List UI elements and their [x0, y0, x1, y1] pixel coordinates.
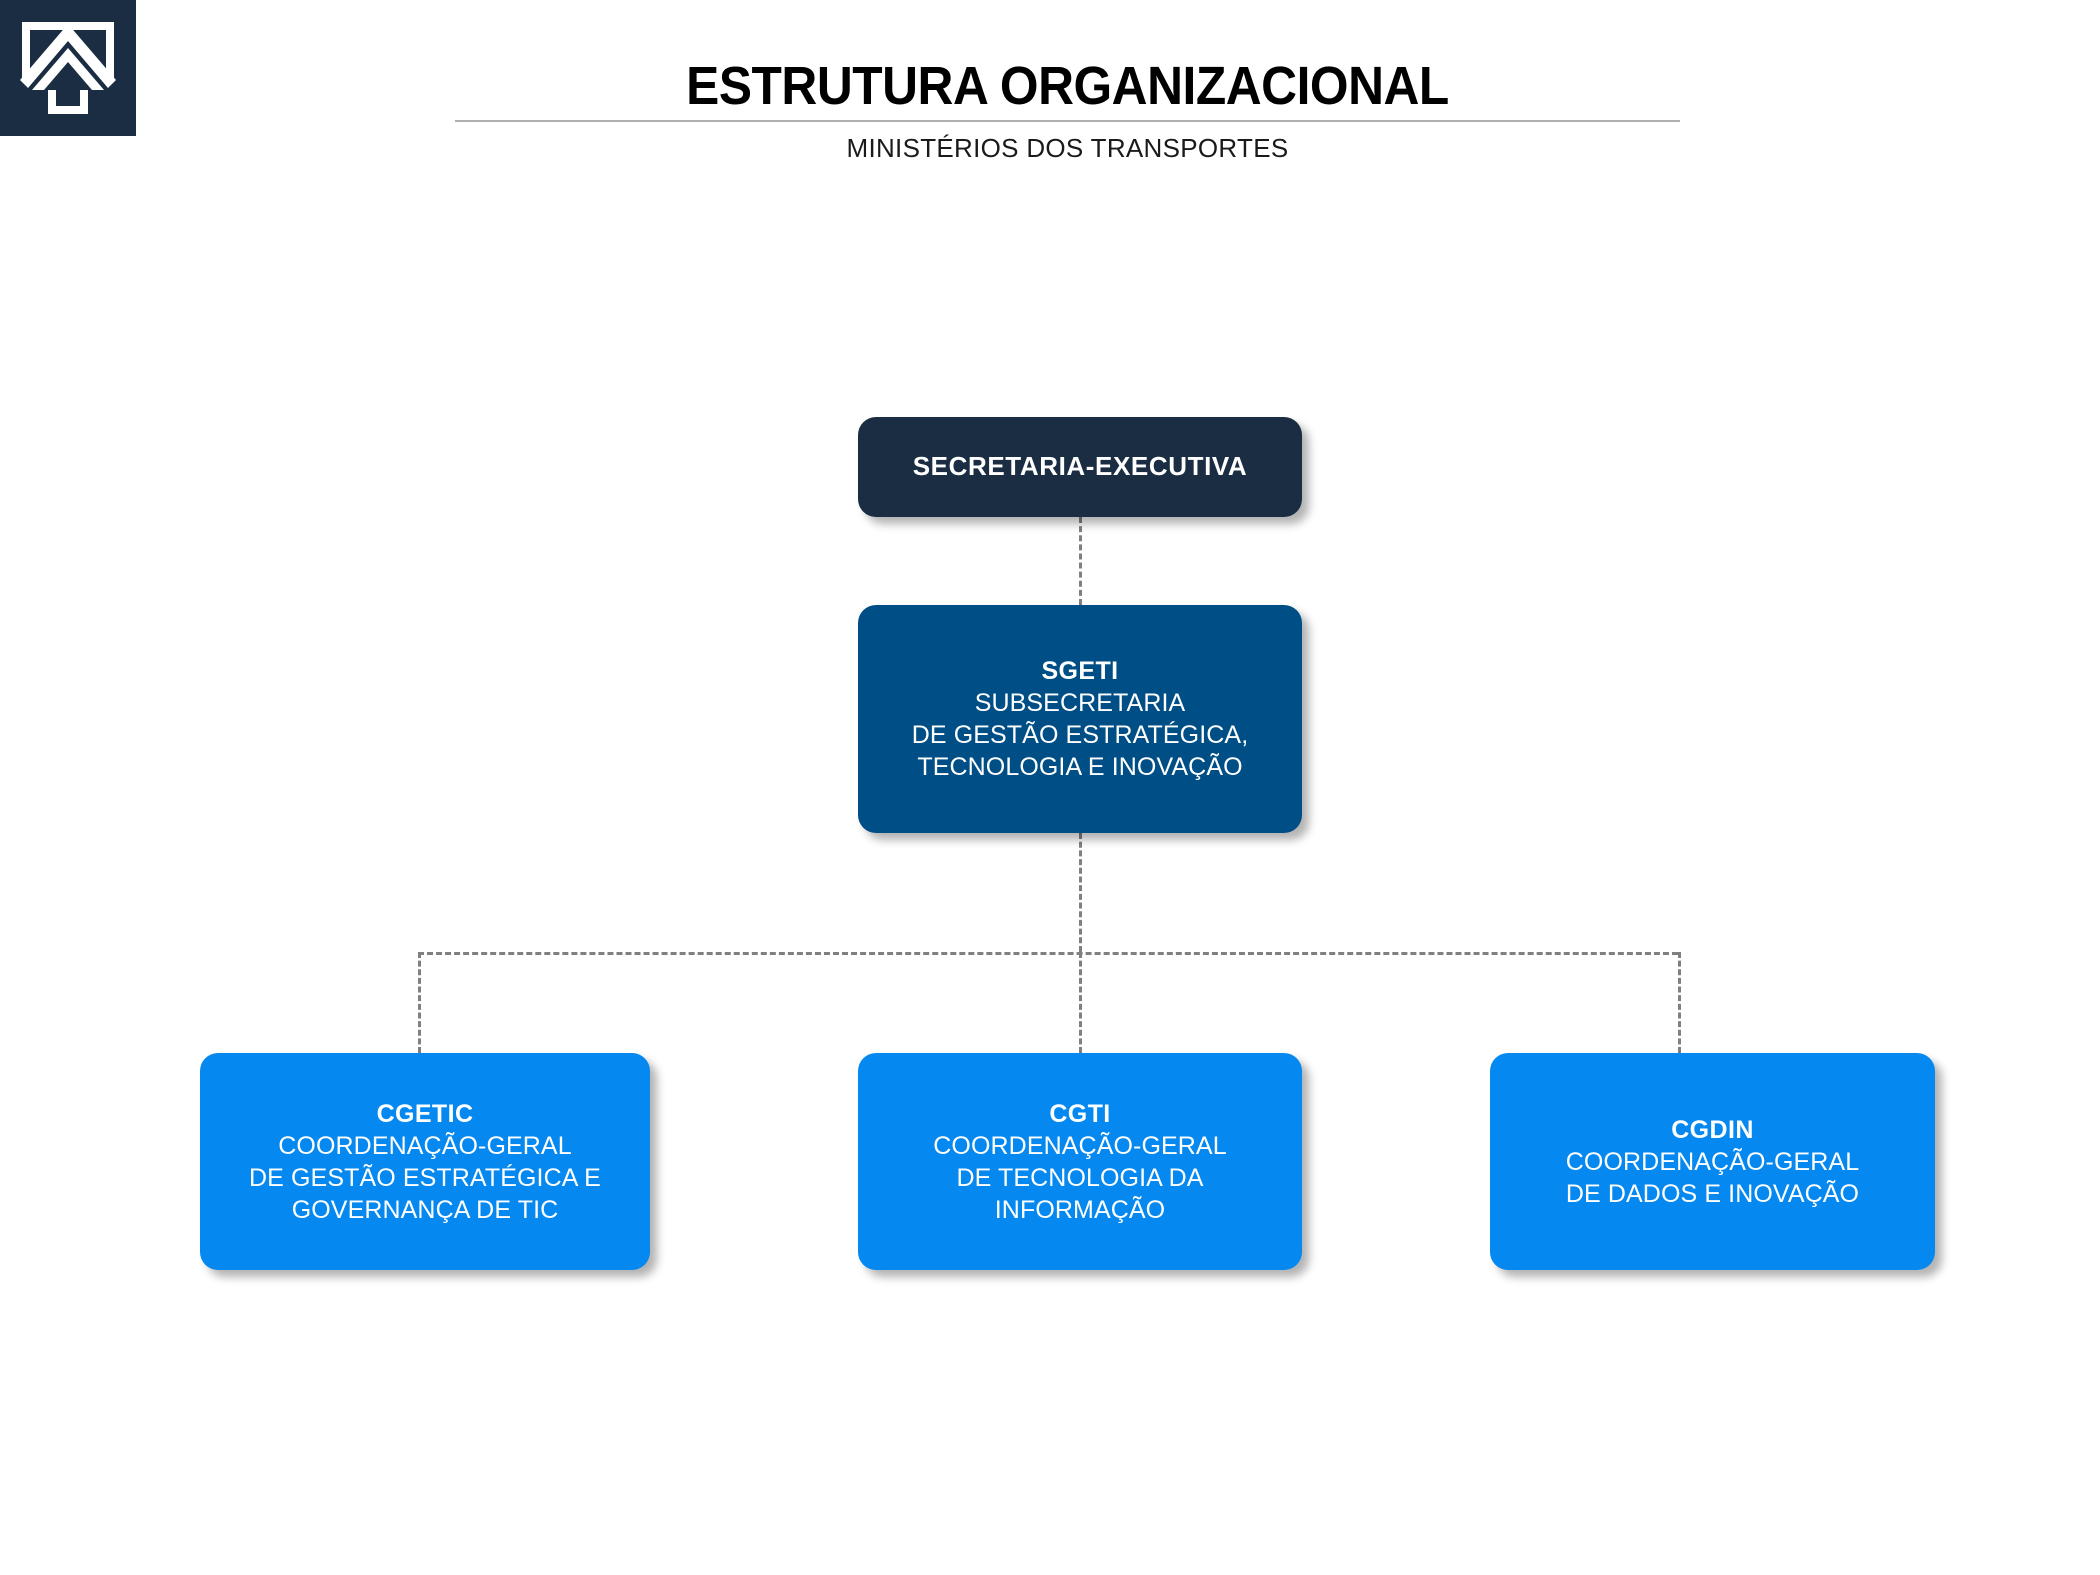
org-node-description-line: GOVERNANÇA DE TIC [291, 1195, 559, 1224]
org-node-secretaria-executiva[interactable]: SECRETARIA-EXECUTIVA [858, 417, 1302, 517]
org-node-description-line: COORDENAÇÃO-GERAL [933, 1131, 1227, 1160]
org-node-code: CGDIN [1671, 1115, 1754, 1144]
org-node-code: SGETI [1041, 657, 1119, 685]
org-node-code: CGETIC [376, 1099, 474, 1128]
ministry-arrow-house-icon [20, 22, 116, 114]
org-node-cgetic[interactable]: CGETIC COORDENAÇÃO-GERAL DE GESTÃO ESTRA… [200, 1053, 650, 1270]
connector-horizontal-bus [418, 952, 1678, 955]
connector-drop-cgti [1079, 952, 1082, 1053]
org-node-description-line: SUBSECRETARIA [974, 689, 1186, 717]
connector-drop-cgetic [418, 952, 421, 1053]
title-divider [455, 120, 1680, 123]
connector-sgeti-to-bus [1079, 833, 1082, 952]
org-node-description-line: INFORMAÇÃO [994, 1195, 1166, 1224]
org-node-description-line: COORDENAÇÃO-GERAL [1565, 1147, 1860, 1176]
org-node-cgti[interactable]: CGTI COORDENAÇÃO-GERAL DE TECNOLOGIA DA … [858, 1053, 1302, 1270]
page-title: ESTRUTURA ORGANIZACIONAL [686, 56, 1449, 116]
org-node-description-line: COORDENAÇÃO-GERAL [278, 1131, 572, 1160]
org-node-code: SECRETARIA-EXECUTIVA [912, 451, 1248, 482]
org-node-code: CGTI [1049, 1099, 1111, 1128]
org-node-description-line: DE DADOS E INOVAÇÃO [1565, 1179, 1860, 1208]
connector-drop-cgdin [1678, 952, 1681, 1053]
slide-header: ESTRUTURA ORGANIZACIONAL MINISTÉRIOS DOS… [455, 58, 1680, 161]
org-node-sgeti[interactable]: SGETI SUBSECRETARIA DE GESTÃO ESTRATÉGIC… [858, 605, 1302, 833]
org-node-description-line: DE GESTÃO ESTRATÉGICA E [249, 1163, 601, 1192]
org-node-description-line: DE TECNOLOGIA DA [956, 1163, 1204, 1192]
org-node-description-line: DE GESTÃO ESTRATÉGICA, [911, 721, 1249, 749]
org-node-description-line: TECNOLOGIA E INOVAÇÃO [917, 753, 1243, 781]
ministry-logo [0, 0, 136, 136]
page-subtitle: MINISTÉRIOS DOS TRANSPORTES [846, 133, 1289, 164]
org-node-cgdin[interactable]: CGDIN COORDENAÇÃO-GERAL DE DADOS E INOVA… [1490, 1053, 1935, 1270]
connector-secretaria-to-sgeti [1079, 517, 1082, 605]
